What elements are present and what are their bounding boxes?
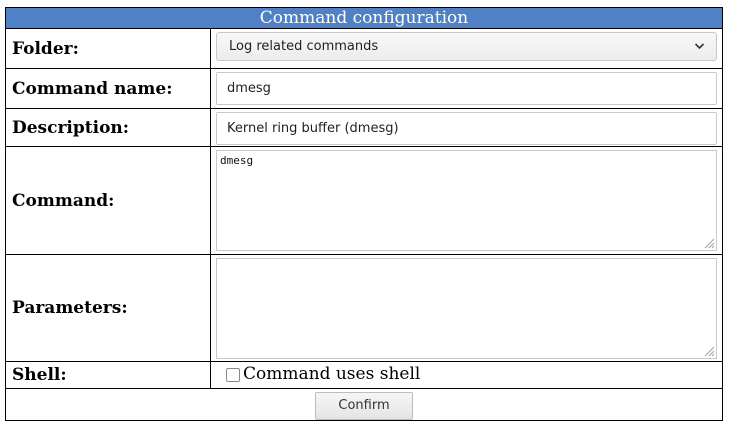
confirm-row: Confirm (6, 389, 722, 420)
folder-label: Folder: (6, 29, 211, 68)
folder-row: Folder: Log related commands (6, 29, 722, 69)
command-name-label: Command name: (6, 69, 211, 108)
command-row: Command: dmesg (6, 147, 722, 255)
shell-checkbox-label[interactable]: Command uses shell (243, 364, 421, 384)
description-row: Description: Kernel ring buffer (dmesg) (6, 109, 722, 147)
shell-row: Shell: Command uses shell (6, 362, 722, 389)
form-title: Command configuration (6, 8, 722, 29)
chevron-down-icon (694, 34, 705, 68)
parameters-label: Parameters: (6, 255, 211, 361)
command-config-form: Command configuration Folder: Log relate… (5, 7, 723, 421)
command-label: Command: (6, 147, 211, 254)
folder-select-value: Log related commands (229, 39, 379, 54)
resize-grip-icon[interactable] (703, 237, 715, 249)
folder-select[interactable]: Log related commands (216, 32, 717, 61)
parameters-textarea[interactable] (216, 258, 717, 359)
resize-grip-icon[interactable] (703, 345, 715, 357)
parameters-row: Parameters: (6, 255, 722, 362)
command-name-row: Command name: dmesg (6, 69, 722, 109)
shell-checkbox[interactable] (226, 368, 240, 382)
shell-label: Shell: (6, 362, 211, 388)
description-label: Description: (6, 109, 211, 146)
command-name-input[interactable]: dmesg (216, 72, 717, 105)
command-textarea[interactable]: dmesg (216, 150, 717, 251)
description-input[interactable]: Kernel ring buffer (dmesg) (216, 112, 717, 145)
confirm-button[interactable]: Confirm (315, 392, 413, 420)
command-text: dmesg (220, 154, 254, 167)
